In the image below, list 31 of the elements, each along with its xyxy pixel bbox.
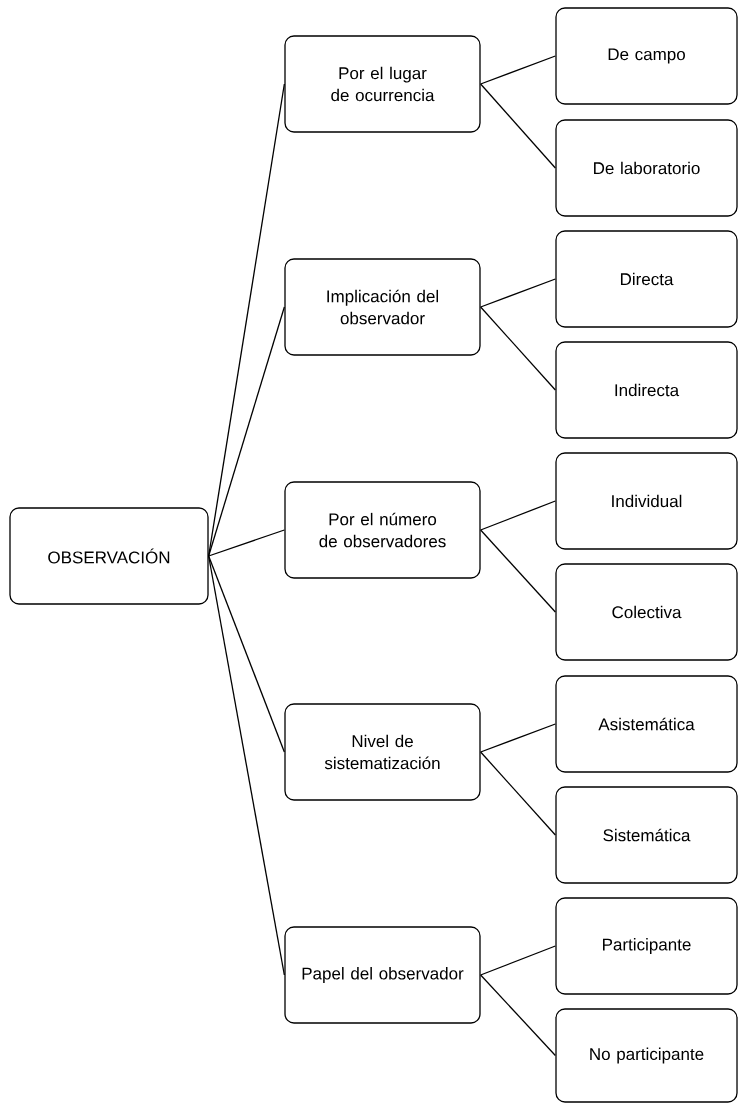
text-box: Nivel de sistematización xyxy=(284,703,481,801)
connector-line xyxy=(208,83,285,557)
text-box: Por el lugar de ocurrencia xyxy=(284,35,481,133)
connector-line xyxy=(480,278,556,308)
text-box: Colectiva xyxy=(555,563,738,661)
connector-line xyxy=(480,751,556,836)
connector-line xyxy=(480,83,556,169)
text-box: Individual xyxy=(555,452,738,550)
text-box: Papel del observador xyxy=(284,926,481,1024)
text-box: Asistemática xyxy=(555,675,738,773)
connector-line xyxy=(480,306,556,391)
text-box: Directa xyxy=(555,230,738,328)
connector-line xyxy=(208,529,285,557)
text-box: Por el número de observadores xyxy=(284,481,481,579)
connector-line xyxy=(208,555,285,976)
connector-line xyxy=(480,500,556,531)
text-box: Implicación del observador xyxy=(284,258,481,356)
text-box: OBSERVACIÓN xyxy=(9,507,209,605)
connector-line xyxy=(480,55,556,85)
connector-line xyxy=(480,945,556,976)
connector-line xyxy=(480,723,556,753)
text-box: Indirecta xyxy=(555,341,738,439)
text-box: Participante xyxy=(555,897,738,995)
connector-line xyxy=(208,306,285,557)
text-box: De laboratorio xyxy=(555,119,738,217)
connector-line xyxy=(480,974,556,1057)
text-box: No participante xyxy=(555,1008,738,1103)
connector-line xyxy=(480,529,556,613)
text-box: Sistemática xyxy=(555,786,738,884)
text-box: De campo xyxy=(555,7,738,105)
connector-line xyxy=(208,555,285,753)
